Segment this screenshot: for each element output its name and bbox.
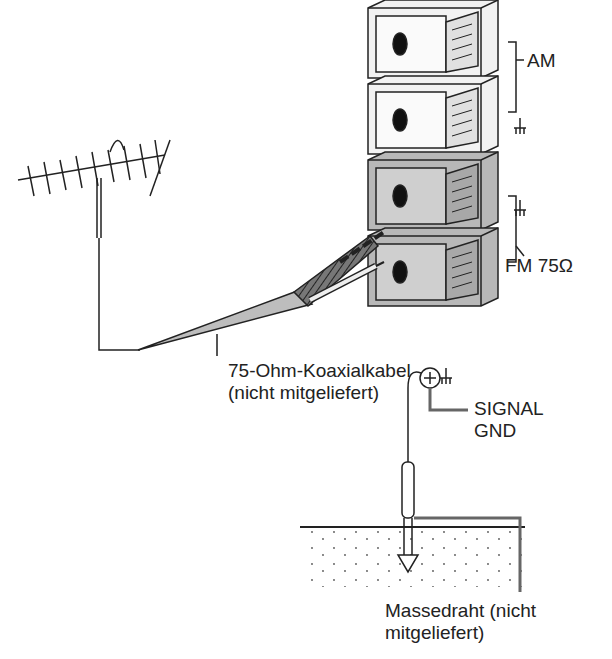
antenna bbox=[18, 140, 170, 350]
ground-terminal bbox=[408, 368, 468, 462]
brackets bbox=[508, 42, 526, 262]
part-name: Massedraht (nicht mitgeliefert) bbox=[385, 600, 595, 644]
signal-name: SIGNAL GND bbox=[474, 398, 574, 442]
band-label: AM bbox=[527, 50, 597, 72]
part-name: 75-Ohm-Koaxialkabel (nicht mitgeliefert) bbox=[228, 360, 433, 404]
coax-cable bbox=[138, 232, 384, 350]
leader-line bbox=[216, 334, 218, 356]
ground-rod bbox=[300, 462, 525, 592]
terminal-block bbox=[368, 0, 498, 306]
band-label: FM 75Ω bbox=[505, 255, 605, 277]
